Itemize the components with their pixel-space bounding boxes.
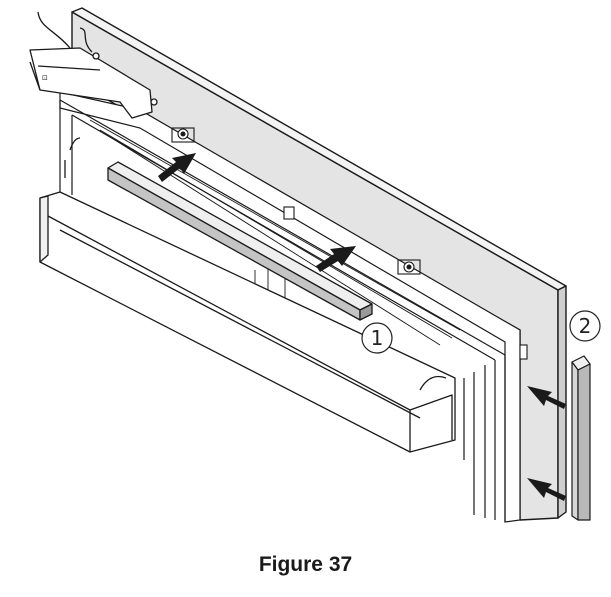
svg-text:⊡: ⊡ xyxy=(42,74,48,82)
tool-clamp: ⊡ xyxy=(29,11,158,119)
arrow-icon xyxy=(158,153,566,501)
callout-2: 2 xyxy=(569,310,601,342)
svg-text:2: 2 xyxy=(579,314,592,338)
figure-caption: Figure 37 xyxy=(258,553,353,576)
seal-strip-1 xyxy=(107,161,373,321)
shelf-tray xyxy=(39,137,456,453)
seal-strip-2 xyxy=(571,355,591,521)
callout-1: 1 xyxy=(361,322,393,354)
hinge-icon xyxy=(171,127,528,360)
door-frame xyxy=(59,91,521,523)
svg-text:1: 1 xyxy=(371,326,384,350)
